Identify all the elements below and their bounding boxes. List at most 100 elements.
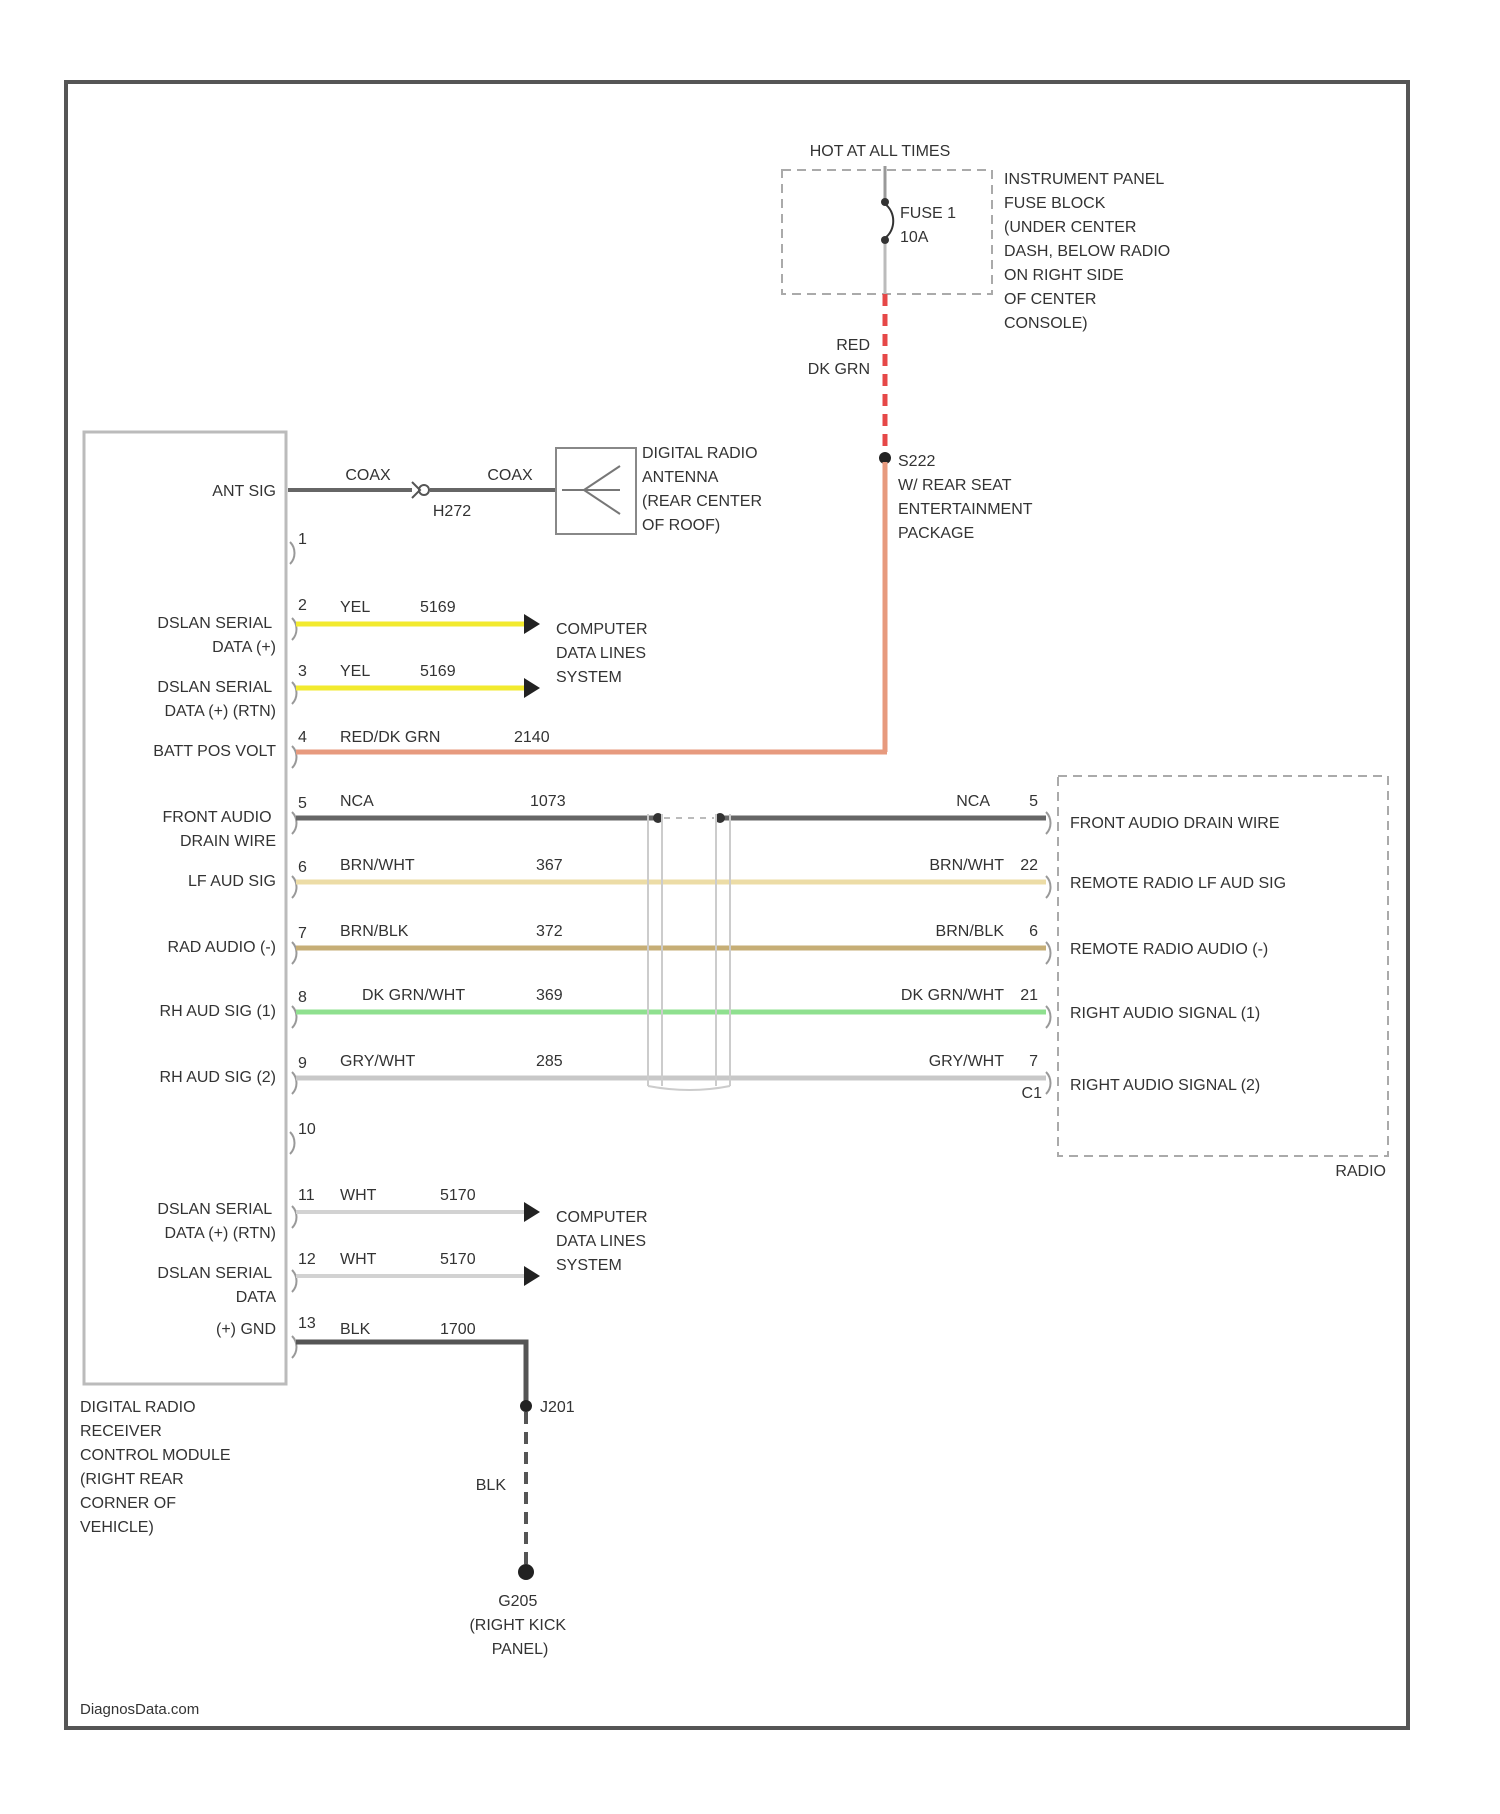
pin-4: 4 bbox=[298, 729, 307, 746]
pin-2-icon bbox=[292, 618, 297, 640]
radio-pin-row-1: NCA 5 FRONT AUDIO DRAIN WIRE bbox=[956, 793, 1279, 834]
pin-3: 3 bbox=[298, 663, 307, 680]
pin-9: 9 bbox=[298, 1055, 307, 1072]
pin-3-label: DSLAN SERIAL DATA (+) (RTN) bbox=[157, 679, 276, 720]
fuse-block-label: INSTRUMENT PANEL FUSE BLOCK (UNDER CENTE… bbox=[1004, 171, 1175, 332]
ground-wire-color: BLK bbox=[476, 1477, 507, 1494]
radio-wire-5-color: GRY/WHT bbox=[929, 1053, 1004, 1070]
arrow-pin-12 bbox=[524, 1266, 540, 1286]
pin-1: 1 bbox=[298, 531, 307, 548]
radio-pin-2-icon bbox=[1046, 876, 1051, 898]
wire-pin-6-color: BRN/WHT bbox=[340, 857, 415, 874]
radio-pin-row-5: GRY/WHT 7 RIGHT AUDIO SIGNAL (2) bbox=[929, 1053, 1261, 1094]
wire-pin-9-color: GRY/WHT bbox=[340, 1053, 415, 1070]
pin-2: 2 bbox=[298, 597, 307, 614]
connector-h272-label: H272 bbox=[433, 503, 471, 520]
coax-label-left: COAX bbox=[345, 467, 391, 484]
fuse-block-outline bbox=[782, 170, 992, 294]
pin-12-label: DSLAN SERIAL DATA bbox=[157, 1265, 276, 1306]
pin-6-icon bbox=[292, 876, 297, 898]
pin-13: 13 bbox=[298, 1315, 316, 1332]
hot-at-all-times-label: HOT AT ALL TIMES bbox=[810, 143, 951, 160]
radio-pin-row-2: BRN/WHT 22 REMOTE RADIO LF AUD SIG bbox=[929, 857, 1286, 898]
pin-13-icon bbox=[292, 1336, 297, 1358]
wire-pin-11-circuit: 5170 bbox=[440, 1187, 476, 1204]
radio-pin-3-icon bbox=[1046, 942, 1051, 964]
pin-11-label: DSLAN SERIAL DATA (+) (RTN) bbox=[157, 1201, 276, 1242]
shielded-cable-sheath bbox=[648, 814, 730, 1090]
pin-2-label: DSLAN SERIAL DATA (+) bbox=[157, 615, 276, 656]
radio-pin-4: 21 bbox=[1020, 987, 1038, 1004]
wire-pin-12-color: WHT bbox=[340, 1251, 377, 1268]
radio-pin-3: 6 bbox=[1029, 923, 1038, 940]
pin-11-icon bbox=[292, 1206, 297, 1228]
radio-pin-5-label: RIGHT AUDIO SIGNAL (2) bbox=[1070, 1077, 1260, 1094]
wire-pin-8-circuit: 369 bbox=[536, 987, 563, 1004]
radio-name: RADIO bbox=[1335, 1163, 1386, 1180]
fuse-name: FUSE 1 bbox=[900, 205, 956, 222]
wire-pin-3-color: YEL bbox=[340, 663, 370, 680]
radio-pin-4-icon bbox=[1046, 1006, 1051, 1028]
pin-7-label: RAD AUDIO (-) bbox=[168, 939, 276, 956]
wire-pin-4-circuit: 2140 bbox=[514, 729, 550, 746]
cds-label-lower: COMPUTER DATA LINES SYSTEM bbox=[556, 1209, 652, 1274]
radio-pin-1: 5 bbox=[1029, 793, 1038, 810]
pin-9-label: RH AUD SIG (2) bbox=[160, 1069, 276, 1086]
antenna-label: DIGITAL RADIO ANTENNA (REAR CENTER OF RO… bbox=[642, 445, 766, 534]
radio-wire-4-color: DK GRN/WHT bbox=[901, 987, 1004, 1004]
pin-8-label: RH AUD SIG (1) bbox=[160, 1003, 276, 1020]
pin-10-icon bbox=[290, 1132, 295, 1154]
wire-pin-3-circuit: 5169 bbox=[420, 663, 456, 680]
pin-6: 6 bbox=[298, 859, 307, 876]
pin-4-icon bbox=[292, 746, 297, 768]
coax-label-right: COAX bbox=[487, 467, 533, 484]
antenna-icon bbox=[562, 466, 620, 514]
wire-pin-2-circuit: 5169 bbox=[420, 599, 456, 616]
splice-j201 bbox=[520, 1400, 532, 1412]
radio-outline bbox=[1058, 776, 1388, 1156]
pin-5-label: FRONT AUDIO DRAIN WIRE bbox=[163, 809, 277, 850]
cds-label-upper: COMPUTER DATA LINES SYSTEM bbox=[556, 621, 652, 686]
radio-pin-row-3: BRN/BLK 6 REMOTE RADIO AUDIO (-) bbox=[936, 923, 1269, 964]
ground-icon bbox=[518, 1564, 534, 1580]
pin-12-icon bbox=[292, 1270, 297, 1292]
wire-pin-5-color: NCA bbox=[340, 793, 374, 810]
pin-5-icon bbox=[292, 812, 297, 834]
pin-1-icon bbox=[290, 542, 295, 564]
wire-pin-13-circuit: 1700 bbox=[440, 1321, 476, 1338]
rear-seat-note: W/ REAR SEAT ENTERTAINMENT PACKAGE bbox=[898, 477, 1037, 542]
radio-pin-5: 7 bbox=[1029, 1053, 1038, 1070]
pin-10: 10 bbox=[298, 1121, 316, 1138]
diagram-frame bbox=[66, 82, 1408, 1728]
wire-pin-5-circuit: 1073 bbox=[530, 793, 566, 810]
wire-pin-7-color: BRN/BLK bbox=[340, 923, 409, 940]
splice-s222-label: S222 bbox=[898, 453, 935, 470]
radio-wire-1-color: NCA bbox=[956, 793, 990, 810]
pin-11: 11 bbox=[298, 1187, 315, 1204]
arrow-pin-11 bbox=[524, 1202, 540, 1222]
pin-5: 5 bbox=[298, 795, 307, 812]
wire-pin-11-color: WHT bbox=[340, 1187, 377, 1204]
wire-pin-6-circuit: 367 bbox=[536, 857, 563, 874]
wire-pin-13 bbox=[296, 1342, 526, 1406]
pin-9-icon bbox=[292, 1072, 297, 1094]
radio-pin-1-icon bbox=[1046, 812, 1051, 834]
radio-pin-5-icon bbox=[1046, 1072, 1051, 1094]
ground-label: G205 (RIGHT KICK PANEL) bbox=[469, 1593, 570, 1658]
radio-pin-1-label: FRONT AUDIO DRAIN WIRE bbox=[1070, 815, 1280, 832]
ant-sig-label: ANT SIG bbox=[212, 483, 276, 500]
splice-j201-label: J201 bbox=[540, 1399, 575, 1416]
pin-7-icon bbox=[292, 942, 297, 964]
wire-pin-8-color: DK GRN/WHT bbox=[362, 987, 465, 1004]
feed-wire-color-1: RED bbox=[836, 337, 870, 354]
fuse-terminal-bottom bbox=[881, 236, 889, 244]
radio-wire-3-color: BRN/BLK bbox=[936, 923, 1005, 940]
pin-7: 7 bbox=[298, 925, 307, 942]
feed-wire-color-2: DK GRN bbox=[808, 361, 870, 378]
pin-3-icon bbox=[292, 682, 297, 704]
radio-pin-row-4: DK GRN/WHT 21 RIGHT AUDIO SIGNAL (1) bbox=[901, 987, 1260, 1028]
footer-watermark: DiagnosData.com bbox=[80, 1701, 199, 1718]
wire-pin-7-circuit: 372 bbox=[536, 923, 563, 940]
pin-12: 12 bbox=[298, 1251, 316, 1268]
radio-pin-4-label: RIGHT AUDIO SIGNAL (1) bbox=[1070, 1005, 1260, 1022]
